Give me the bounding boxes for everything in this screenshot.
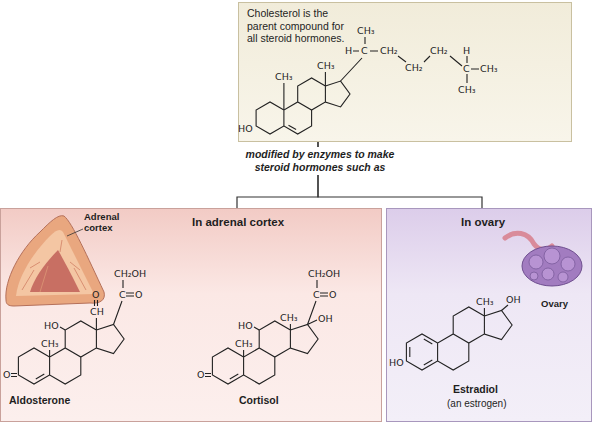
atom-label: CH₂OH [308, 268, 340, 279]
molecule: Cortisol [191, 263, 376, 413]
atom-label: HO [238, 320, 253, 331]
annotation: modified by enzymes to make steroid horm… [243, 147, 397, 175]
double-bond [289, 125, 297, 129]
molecule-name: Estradiol [453, 383, 498, 396]
atom-label: CH₃ [458, 84, 476, 95]
atom-label: CH₂ [405, 62, 423, 73]
atom-label: CH₃ [275, 71, 293, 82]
ovary [530, 272, 538, 280]
ring-skeleton [256, 78, 350, 134]
molecule-name: (an estrogen) [447, 398, 506, 410]
bond-lines [11, 280, 134, 377]
ovary [505, 233, 582, 286]
atom-label: CH₂ [430, 45, 448, 56]
adrenal-gland [67, 229, 83, 236]
ring-skeleton [212, 321, 318, 384]
atom-label: C [463, 63, 470, 74]
atom-label: H [345, 45, 352, 56]
atom-label: HO [389, 357, 404, 368]
atom-label: CH₃ [235, 338, 253, 349]
panel-heading: In ovary [461, 215, 505, 229]
organ-label: Ovary [541, 298, 568, 309]
atom-label: CH₃ [480, 63, 498, 74]
molecule-skeleton [18, 78, 512, 384]
atom-label: CH₃ [280, 312, 298, 323]
atom-label: HO [44, 320, 59, 331]
panel-heading: In adrenal cortex [192, 215, 284, 229]
description-text: Cholesterol is the parent compound for a… [247, 7, 351, 45]
atom-label: O [3, 369, 10, 380]
ovary [558, 272, 568, 282]
atom-label: C [313, 289, 320, 300]
ovary [542, 268, 554, 280]
ovary [561, 257, 575, 271]
atom-label: O [92, 289, 99, 300]
atom-label: CH₃ [476, 296, 494, 307]
atom-label: CH₃ [41, 338, 59, 349]
ring-skeleton [18, 321, 124, 384]
double-bond [36, 374, 45, 379]
atom-label: C [119, 289, 126, 300]
molecule-name: Aldosterone [9, 394, 70, 407]
adrenal-gland [16, 230, 94, 296]
atom-label: CH₃ [357, 25, 375, 36]
bond-lines [284, 37, 479, 110]
atom-label: H [463, 45, 470, 56]
adrenal-gland [30, 250, 80, 292]
atom-label: O [197, 369, 204, 380]
ovary [544, 248, 560, 264]
atom-label: O [329, 289, 336, 300]
molecule-name: Cortisol [239, 394, 279, 407]
organ-label: Adrenal cortex [84, 211, 134, 233]
ring-skeleton [406, 307, 512, 370]
atom-label: OH [318, 313, 333, 324]
atom-label: OH [506, 294, 521, 305]
bond-lines [205, 280, 328, 377]
ovary [522, 246, 582, 286]
adrenal-gland [22, 240, 86, 292]
ovary [529, 255, 543, 269]
atom-label: C [361, 45, 368, 56]
bond-lines [11, 37, 508, 377]
atom-label: CH [90, 306, 104, 317]
double-bond [230, 374, 239, 379]
double-bond [410, 339, 433, 365]
atom-label: CH₂OH [114, 268, 146, 279]
atom-label: O [135, 289, 142, 300]
atom-label: HO [238, 123, 253, 134]
atom-label: CH₂ [380, 45, 398, 56]
atom-label: CH₃ [317, 60, 335, 71]
